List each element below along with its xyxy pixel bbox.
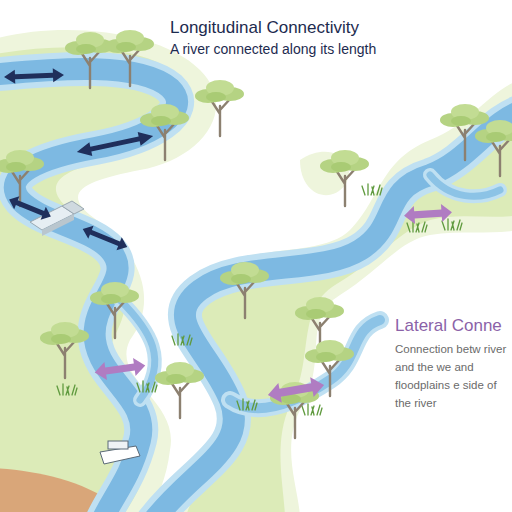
boat: [100, 441, 140, 464]
body-text: Connection betw river and the we and flo…: [395, 340, 509, 412]
longitudinal-arrows: [4, 68, 155, 254]
river: [0, 69, 512, 512]
floodplain: [0, 30, 512, 512]
section-heading: Lateral Conne: [395, 316, 502, 336]
trees: [0, 30, 512, 438]
heading: Longitudinal Connectivity: [170, 18, 359, 38]
lateral-arrows: [93, 203, 452, 404]
subheading: A river connected along its length: [170, 41, 376, 58]
weir: [30, 201, 84, 236]
